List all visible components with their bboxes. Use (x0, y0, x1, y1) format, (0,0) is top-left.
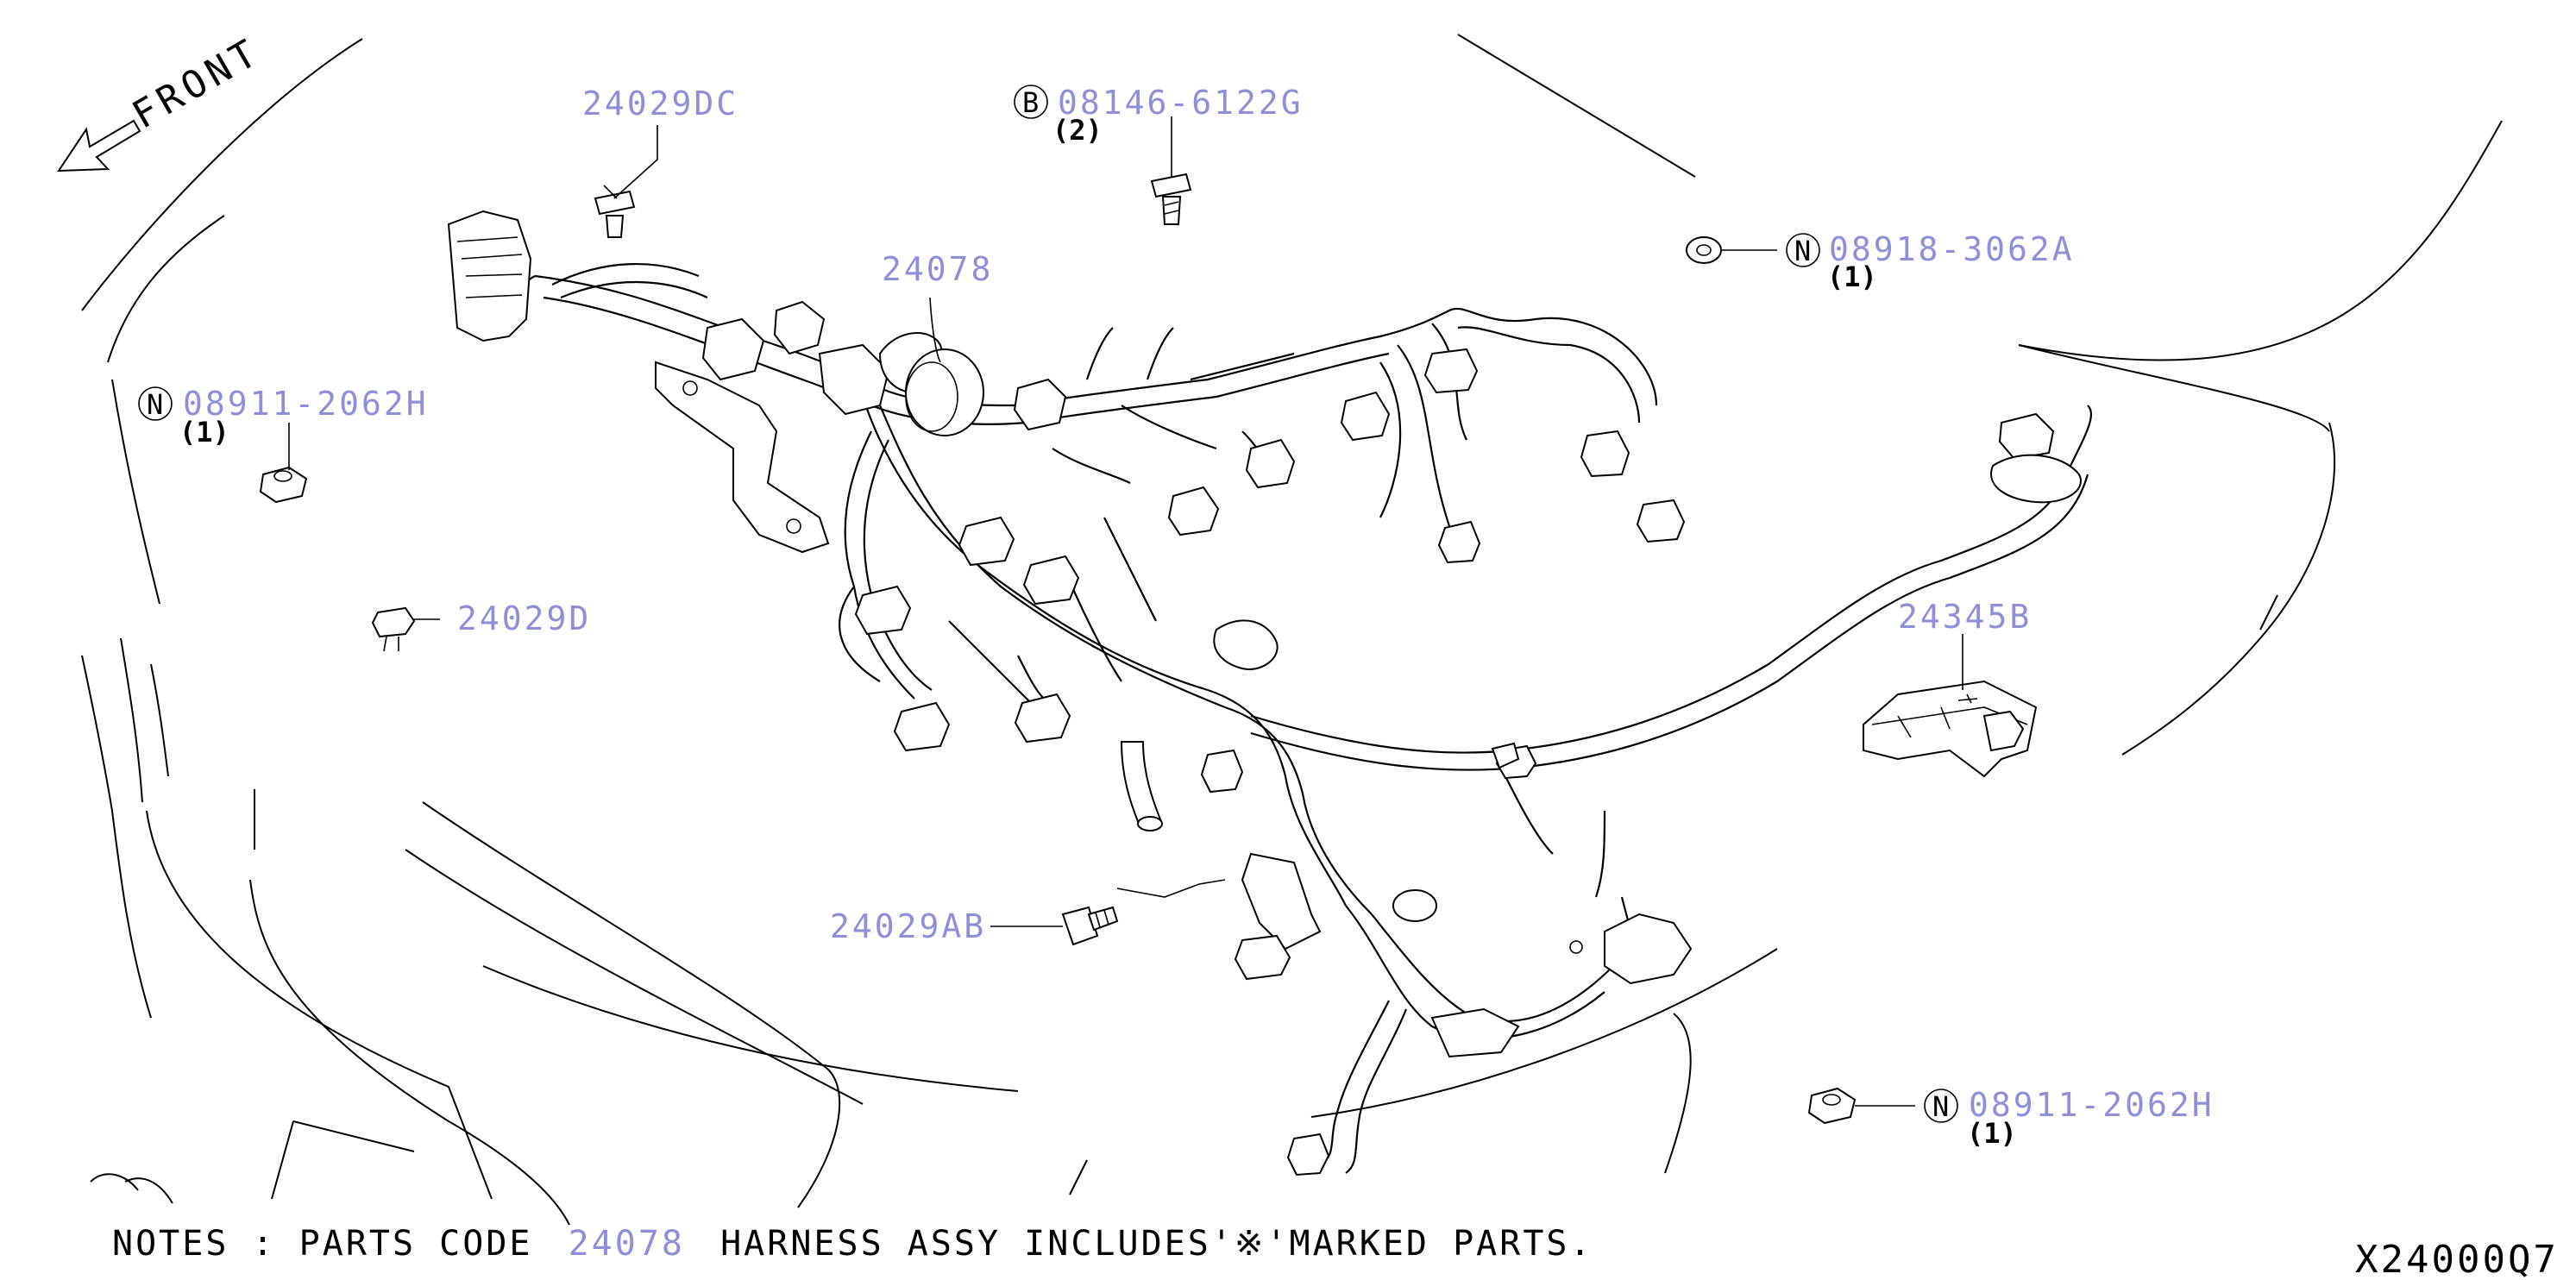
callout-08911-2062H-right: N 08911-2062H (1) (1924, 1086, 2215, 1150)
notes-prefix: NOTES : PARTS CODE (112, 1224, 532, 1264)
part-quantity-label: (1) (1827, 260, 1877, 293)
part-prefix-label: N (147, 388, 163, 421)
part-quantity-label: (1) (1967, 1117, 2017, 1150)
fastener-nut-08918-3062A (1686, 236, 1722, 264)
part-code-label: 24345B (1898, 598, 2032, 636)
part-quantity-label: (2) (1052, 114, 1103, 147)
front-label: FRONT (125, 29, 268, 137)
part-quantity-label: (1) (179, 416, 229, 449)
part-code-label: 24078 (882, 250, 993, 288)
callout-24029AB: 24029AB (830, 907, 986, 945)
part-prefix-label: N (1932, 1090, 1949, 1123)
bolt-type-circle-icon (1014, 85, 1048, 119)
callout-24029DC: 24029DC (582, 85, 738, 122)
nut-type-circle-icon (138, 386, 173, 421)
fastener-nut-08911-2062H-right (1807, 1087, 1857, 1125)
part-code-label: 08911-2062H (183, 385, 429, 423)
callout-08918-3062A: N 08918-3062A (1) (1786, 230, 2075, 293)
callout-08911-2062H-left: N 08911-2062H (1) (138, 385, 429, 449)
callout-24345B: 24345B (1898, 598, 2032, 636)
battery-fusible-link-24345B (1863, 680, 2038, 778)
part-prefix-label: B (1022, 86, 1039, 119)
notes-text: NOTES : PARTS CODE 24078 HARNESS ASSY IN… (112, 1224, 1593, 1264)
fastener-nut-08911-2062H-left (259, 466, 308, 504)
callout-24029D: 24029D (457, 599, 591, 637)
fastener-clip-24029D (371, 606, 416, 652)
nut-type-circle-icon (1924, 1089, 1958, 1123)
callout-08146-6122G: B 08146-6122G (2) (1014, 84, 1304, 147)
part-code-label: 24029DC (582, 85, 738, 122)
front-arrow-icon (57, 119, 141, 173)
vehicle-body-outline (81, 34, 2503, 1226)
nut-type-circle-icon (1786, 233, 1820, 267)
part-prefix-label: N (1794, 235, 1811, 267)
front-direction-indicator: FRONT (57, 29, 268, 173)
part-code-label: 08146-6122G (1058, 84, 1304, 122)
fastener-bolt-24029AB (1061, 906, 1119, 946)
callout-24078: 24078 (882, 250, 993, 288)
notes-suffix: HARNESS ASSY INCLUDES'※'MARKED PARTS. (720, 1224, 1593, 1264)
part-code-label: 24029AB (830, 907, 986, 945)
fastener-bolt-08146-6122G (1150, 173, 1192, 225)
diagram-id: X24000Q7 (2355, 1238, 2559, 1280)
engine-harness-24078 (447, 210, 2092, 1176)
part-code-label: 24029D (457, 599, 591, 637)
part-code-label: 08911-2062H (1969, 1086, 2215, 1124)
notes-part-code: 24078 (569, 1224, 685, 1264)
part-code-label: 08918-3062A (1829, 230, 2075, 268)
notes-line: NOTES : PARTS CODE 24078 HARNESS ASSY IN… (112, 1224, 1593, 1264)
fastener-bolt-24029DC (594, 185, 636, 238)
leader-lines (288, 116, 1963, 1107)
